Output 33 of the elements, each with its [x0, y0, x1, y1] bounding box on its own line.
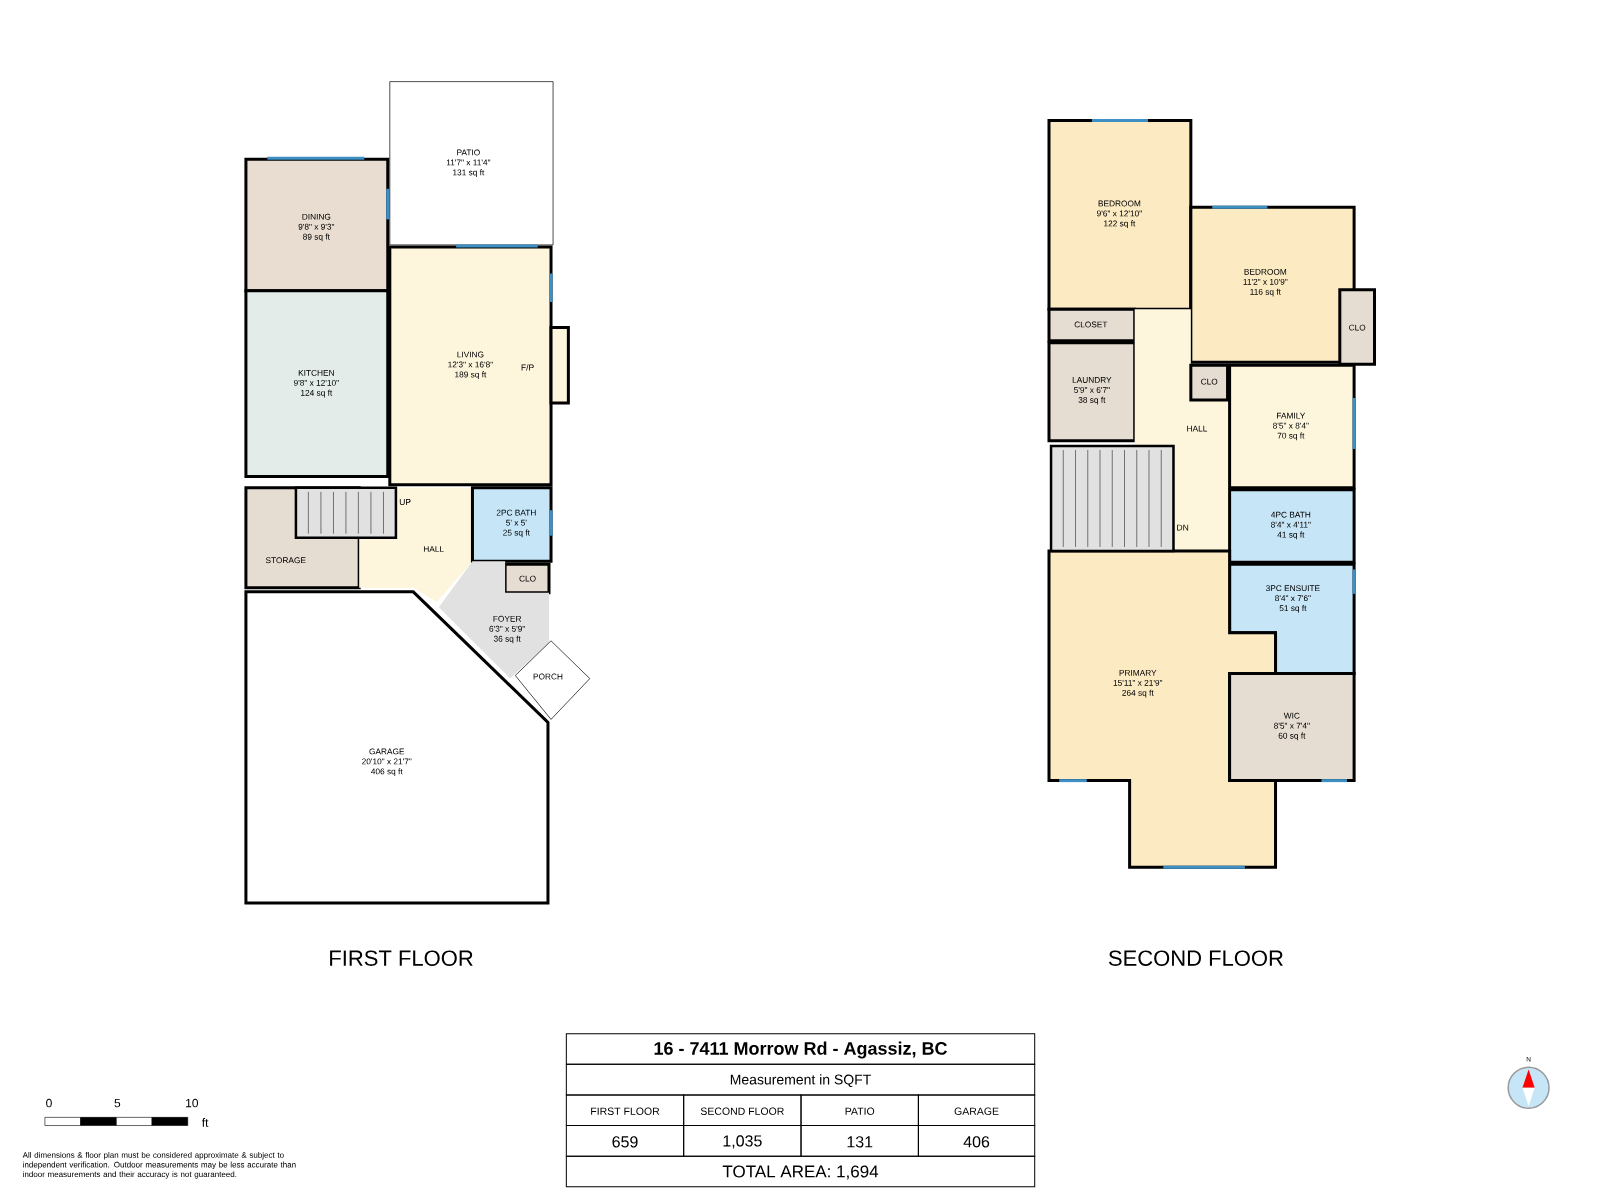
disclaimer-text: All dimensions & floor plan must be considered approximate & subject to independent verification. Outdoor measurements may be less accurate than indoor measurements and their accuracy is not guaranteed. [22, 1152, 296, 1179]
bathroom: 2PC BATH 5' x 5' 25 sq ft [470, 486, 553, 563]
table-cell: 1,035 [683, 1125, 802, 1157]
table-cell: 659 [565, 1125, 685, 1157]
closet: CLO [1338, 288, 1376, 366]
closet: CLO [503, 562, 551, 595]
scale-label: 0 [46, 1098, 52, 1108]
room: BEDROOM 9'6" x 12'10" 122 sq ft [1047, 118, 1193, 311]
scale-label: 10 [186, 1098, 199, 1108]
room: KITCHEN 9'8" x 12'10" 124 sq ft [244, 289, 390, 479]
bathroom: 4PC BATH 8'4" x 4'11" 41 sq ft [1228, 488, 1356, 564]
table-cell: FIRST FLOOR [565, 1094, 685, 1126]
stair-label: UP [399, 499, 411, 505]
table-cell: Measurement in SQFT [565, 1063, 1036, 1096]
stair-label: DN [1177, 524, 1189, 531]
closet: CLO [1189, 363, 1230, 402]
floor-title: FIRST FLOOR [330, 950, 473, 966]
table-cell: 16 - 7411 Morrow Rd - Agassiz, BC [565, 1033, 1036, 1065]
table-cell: TOTAL AREA: 1,694 [565, 1155, 1036, 1188]
table-cell: 131 [800, 1125, 919, 1157]
table-cell: 406 [917, 1125, 1036, 1157]
patio: PATIO 11'7" x 11'4" 131 sq ft [389, 81, 554, 246]
room-label: F/P [521, 364, 534, 371]
scale-label: ft [201, 1118, 209, 1127]
table-cell: SECOND FLOOR [683, 1094, 802, 1126]
scale-label: 5 [114, 1098, 121, 1108]
floor-title: SECOND FLOOR [1108, 950, 1283, 966]
table-cell: PATIO [800, 1094, 919, 1126]
closet: CLOSET [1047, 307, 1137, 343]
room: WIC 8'5" x 7'4" 60 sq ft [1228, 672, 1356, 783]
room: DINING 9'8" x 9'3" 89 sq ft [244, 157, 390, 293]
table-cell: GARAGE [917, 1094, 1036, 1126]
room: FAMILY 8'5" x 8'4" 70 sq ft [1228, 363, 1356, 490]
